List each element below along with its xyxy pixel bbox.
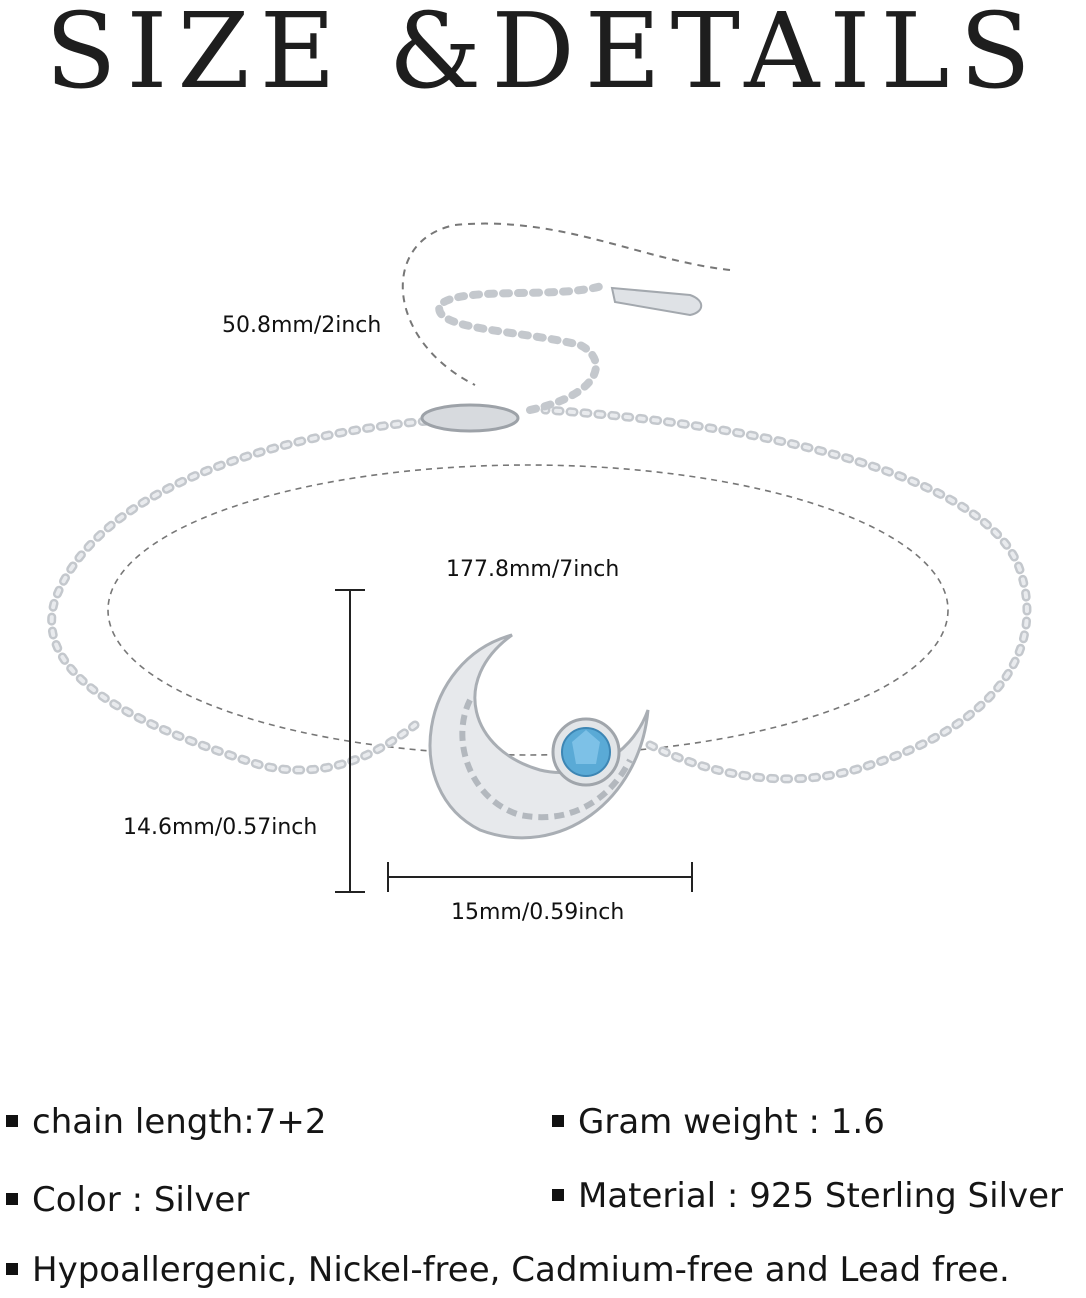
- height-label: 14.6mm/0.57inch: [123, 815, 318, 840]
- bullet-icon: [552, 1114, 564, 1127]
- bullet-icon: [6, 1262, 18, 1275]
- extender-length-label: 50.8mm/2inch: [222, 313, 382, 338]
- spec-features: Hypoallergenic, Nickel-free, Cadmium-fre…: [6, 1250, 1010, 1290]
- bullet-icon: [6, 1192, 18, 1205]
- bracelet-chain-inner: [49, 408, 1029, 781]
- width-label: 15mm/0.59inch: [451, 900, 625, 925]
- spec-chain-length: chain length:7+2: [6, 1102, 326, 1142]
- celtic-knot-pattern: [459, 698, 633, 821]
- circumference-guide: [107, 464, 949, 756]
- lobster-clasp: [420, 403, 520, 433]
- extender-tag: [610, 286, 703, 317]
- moon-pendant: [428, 633, 650, 840]
- extender-guide: [401, 222, 731, 386]
- bullet-icon: [552, 1188, 564, 1201]
- spec-material: Material : 925 Sterling Silver: [552, 1176, 1063, 1216]
- page-title: SIZE &DETAILS: [45, 0, 1041, 112]
- bullet-icon: [6, 1114, 18, 1127]
- circumference-label: 177.8mm/7inch: [446, 557, 620, 582]
- spec-gram-weight: Gram weight : 1.6: [552, 1102, 885, 1142]
- spec-color: Color : Silver: [6, 1180, 249, 1220]
- extender-chain: [435, 281, 609, 414]
